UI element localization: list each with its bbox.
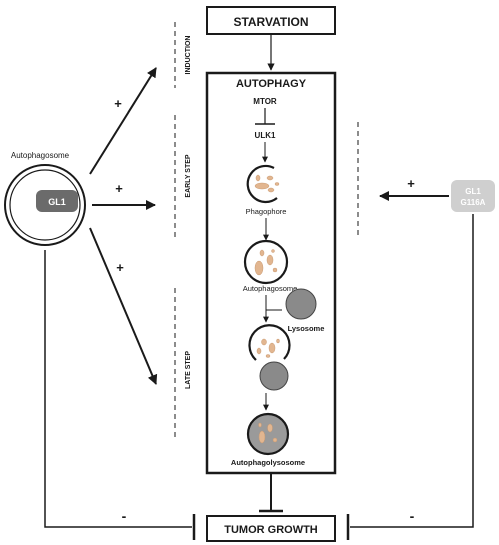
tumor-growth-label: TUMOR GROWTH: [224, 524, 318, 536]
phagophore-icon: [246, 164, 280, 204]
gl1-mutant-label-line2: G116A: [461, 198, 486, 207]
early-step-label: EARLY STEP: [185, 154, 192, 198]
gl1-early-sign: +: [115, 181, 123, 196]
autophagolysosome-label: Autophagolysosome: [231, 458, 305, 467]
gl1-late-sign: +: [116, 260, 124, 275]
tumor-growth-box: TUMOR GROWTH: [206, 515, 336, 542]
mutant-tumor-sign: -: [410, 508, 415, 524]
gl1-g116a-box: GL1 G116A: [451, 180, 495, 212]
gl1-tumor-sign: -: [122, 508, 127, 524]
lysosome-icon: [285, 288, 317, 320]
gl1-to-late-arrow: [89, 227, 158, 385]
gl1-label: GL1: [48, 197, 66, 207]
gl1-mutant-label-line1: GL1: [465, 187, 481, 196]
starvation-box: STARVATION: [206, 6, 336, 35]
ulk1-label: ULK1: [255, 131, 276, 140]
gl1-tumor-inhibition-line: [44, 250, 192, 528]
starvation-label: STARVATION: [233, 15, 308, 29]
induction-step-label: INDUCTION: [185, 36, 192, 75]
autophagosome-stage-icon: [243, 239, 289, 285]
lysosome-join-line: [265, 295, 282, 311]
gl1-to-induction-arrow: [89, 67, 157, 175]
lysosome-label: Lysosome: [288, 324, 325, 333]
gl1-box: GL1: [36, 190, 78, 212]
autophagolysosome-icon: [246, 412, 290, 456]
phagophore-label: Phagophore: [246, 207, 287, 216]
mtor-label: MTOR: [253, 97, 277, 106]
left-autophagosome-label: Autophagosome: [11, 151, 70, 160]
gl1-induction-sign: +: [114, 96, 122, 111]
fusion-stage-icon: [248, 324, 291, 391]
autophagy-title: AUTOPHAGY: [236, 78, 307, 90]
late-step-label: LATE STEP: [185, 351, 192, 389]
autophagosome-stage-label: Autophagosome: [243, 284, 298, 293]
mutant-early-sign: +: [407, 176, 415, 191]
mutant-tumor-inhibition-line: [350, 214, 474, 528]
